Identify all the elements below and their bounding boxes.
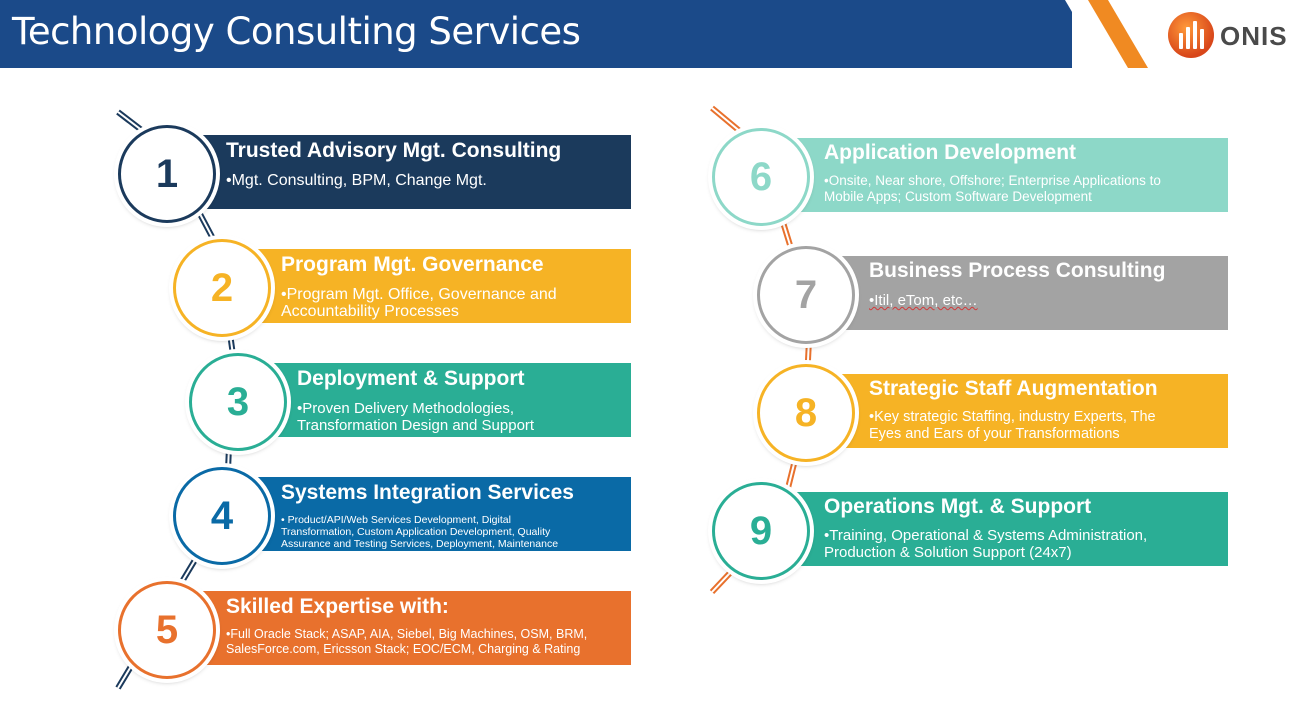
step-number-4: 4 (173, 467, 271, 565)
service-title-1: Trusted Advisory Mgt. Consulting (226, 139, 562, 162)
service-title-2: Program Mgt. Governance (281, 253, 544, 276)
service-banner-5: Skilled Expertise with: •Full Oracle Sta… (172, 591, 631, 665)
service-title-8: Strategic Staff Augmentation (869, 377, 1158, 400)
service-desc-6: •Onsite, Near shore, Offshore; Enterpris… (824, 173, 1161, 204)
step-number-8: 8 (757, 364, 855, 462)
header-bar (0, 0, 1105, 68)
step-number-1: 1 (118, 125, 216, 223)
step-number-2: 2 (173, 239, 271, 337)
service-desc-1: •Mgt. Consulting, BPM, Change Mgt. (226, 172, 487, 189)
service-desc-2: •Program Mgt. Office, Governance and Acc… (281, 286, 557, 320)
service-banner-4: Systems Integration Services • Product/A… (227, 477, 631, 551)
service-title-5: Skilled Expertise with: (226, 595, 449, 618)
service-banner-1: Trusted Advisory Mgt. Consulting •Mgt. C… (172, 135, 631, 209)
step-number-3: 3 (189, 353, 287, 451)
step-number-7: 7 (757, 246, 855, 344)
service-desc-7: •Itil, eTom, etc… (869, 292, 978, 309)
service-desc-5: •Full Oracle Stack; ASAP, AIA, Siebel, B… (226, 627, 588, 656)
service-banner-8: Strategic Staff Augmentation •Key strate… (815, 374, 1228, 448)
service-banner-2: Program Mgt. Governance •Program Mgt. Of… (227, 249, 631, 323)
service-desc-8: •Key strategic Staffing, industry Expert… (869, 409, 1156, 442)
service-desc-4: • Product/API/Web Services Development, … (281, 514, 559, 550)
service-title-4: Systems Integration Services (281, 481, 574, 504)
service-desc-3: •Proven Delivery Methodologies, Transfor… (297, 400, 535, 434)
step-number-6: 6 (712, 128, 810, 226)
service-title-6: Application Development (824, 141, 1077, 164)
step-number-9: 9 (712, 482, 810, 580)
company-logo: ONIS (1168, 12, 1288, 58)
service-banner-3: Deployment & Support •Proven Delivery Me… (243, 363, 631, 437)
service-title-9: Operations Mgt. & Support (824, 495, 1092, 518)
service-banner-7: Business Process Consulting •Itil, eTom,… (815, 256, 1228, 330)
service-banner-6: Application Development •Onsite, Near sh… (770, 138, 1228, 212)
service-title-3: Deployment & Support (297, 367, 525, 390)
logo-text: ONIS (1220, 21, 1288, 51)
service-title-7: Business Process Consulting (869, 259, 1166, 282)
step-number-5: 5 (118, 581, 216, 679)
orange-bars-logo-icon (1168, 12, 1214, 58)
service-desc-9: •Training, Operational & Systems Adminis… (824, 527, 1148, 561)
page-title: Technology Consulting Services (12, 10, 581, 53)
service-banner-9: Operations Mgt. & Support •Training, Ope… (770, 492, 1228, 566)
